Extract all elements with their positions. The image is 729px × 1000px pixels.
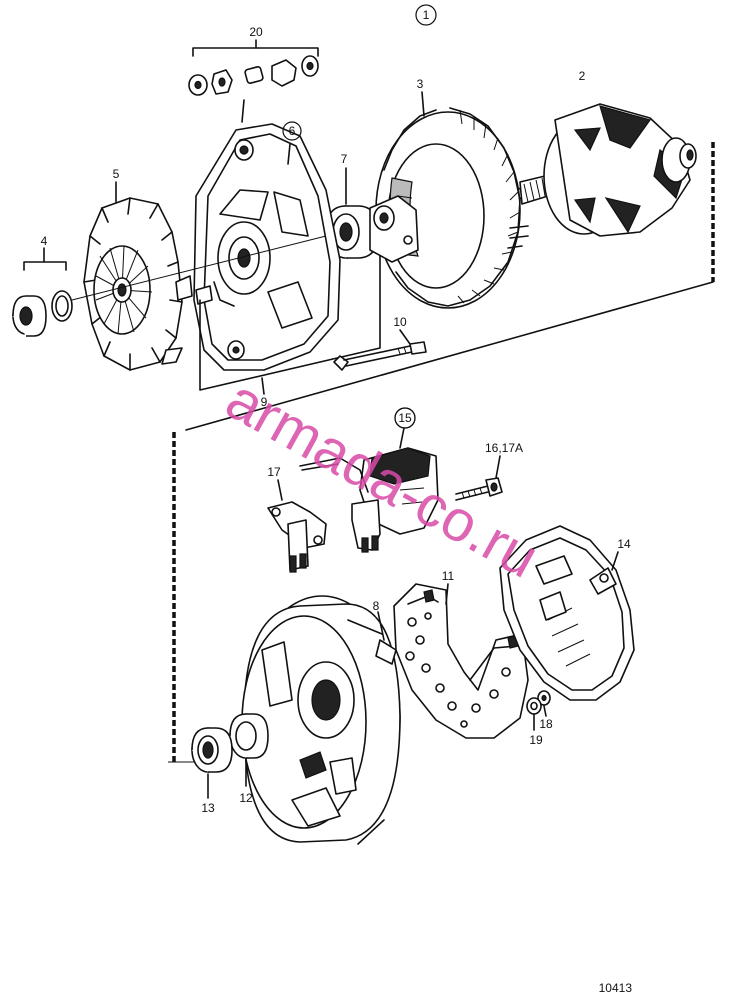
label-part-16-17a: 16,17A (485, 441, 523, 455)
part-13-rear-bearing (191, 727, 233, 799)
label-part-5: 5 (113, 167, 120, 181)
part-labels: 1 2 3 4 5 6 7 8 9 10 11 12 13 14 15 16,1… (41, 4, 631, 815)
label-part-11: 11 (442, 569, 455, 583)
label-part-14: 14 (617, 537, 631, 551)
label-part-10: 10 (393, 315, 407, 329)
label-part-13: 13 (201, 801, 215, 815)
part-20-terminal-set (188, 39, 319, 123)
label-part-17: 17 (267, 465, 281, 479)
parts-18-19-nut-washer (526, 690, 551, 731)
part-15-regulator (299, 407, 439, 553)
front-axis-line (71, 235, 327, 301)
label-part-12: 12 (239, 791, 253, 805)
assembly-frame (168, 142, 715, 765)
label-part-4: 4 (41, 234, 48, 248)
bearing-retainer-plate (369, 195, 419, 263)
reference-number: 10413 (599, 981, 633, 995)
label-part-3: 3 (417, 77, 424, 91)
part-8-slip-ring-end-shield (241, 595, 401, 845)
label-part-8: 8 (373, 599, 380, 613)
label-part-1: 1 (423, 8, 430, 22)
label-part-6: 6 (289, 124, 296, 138)
part-5-fan (83, 181, 193, 371)
part-11-rectifier (393, 583, 529, 739)
part-6-drive-end-shield (193, 121, 341, 371)
part-16-17a-screw (455, 455, 503, 501)
label-part-19: 19 (529, 733, 543, 747)
label-part-18: 18 (539, 717, 553, 731)
label-part-9: 9 (261, 395, 268, 409)
part-2-rotor (479, 103, 697, 237)
part-9-bracket (199, 255, 381, 395)
part-17-brush-holder (267, 479, 327, 573)
label-part-20: 20 (249, 25, 263, 39)
part-12-spacer (229, 713, 269, 787)
part-7-bearing (325, 167, 379, 259)
part-10-through-bolt (333, 329, 427, 371)
label-part-2: 2 (579, 69, 586, 83)
part-14-cover (499, 525, 635, 701)
label-part-7: 7 (341, 152, 348, 166)
label-part-15: 15 (398, 411, 412, 425)
part-4-washers (12, 247, 73, 337)
